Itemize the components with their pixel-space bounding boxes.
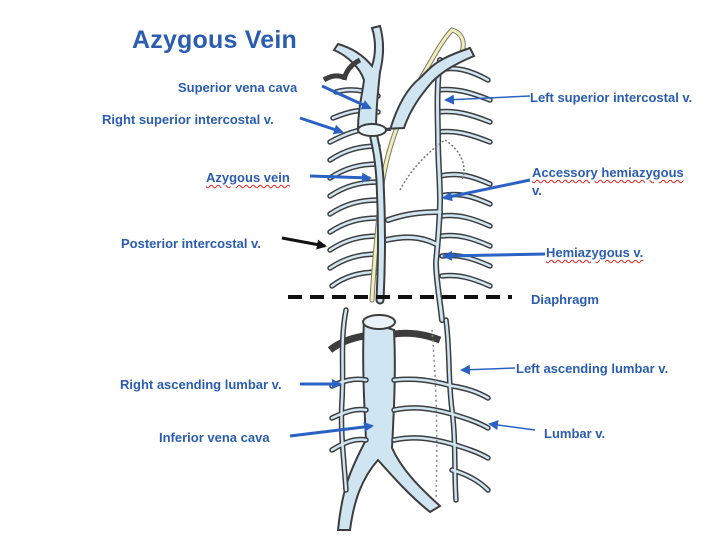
left-longitudinal-veins-inner <box>384 58 444 322</box>
label-inferior-vena-cava: Inferior vena cava <box>159 430 270 445</box>
label-diaphragm: Diaphragm <box>531 292 599 307</box>
superior-vena-cava-group <box>322 24 476 137</box>
label-accessory-hemiazygous-cont: v. <box>532 183 542 198</box>
arrow-superior-vena-cava <box>321 84 372 110</box>
label-right-superior-intercostal: Right superior intercostal v. <box>102 112 274 127</box>
lumbar-veins-inner <box>330 308 490 502</box>
label-lumbar: Lumbar v. <box>544 426 606 441</box>
arrow-accessory-hemiazygous <box>442 178 531 202</box>
diagram-title: Azygous Vein <box>132 26 297 54</box>
label-azygous-vein: Azygous vein <box>206 170 290 185</box>
arrow-right-superior-intercostal <box>299 116 344 135</box>
arrow-hemiazygous <box>442 250 546 261</box>
arrow-left-superior-intercostal <box>444 94 531 105</box>
label-left-ascending-lumbar: Left ascending lumbar v. <box>516 361 669 376</box>
label-left-superior-intercostal: Left superior intercostal v. <box>530 90 693 105</box>
label-superior-vena-cava: Superior vena cava <box>178 80 298 95</box>
dotted-connection <box>399 139 465 191</box>
label-posterior-intercostal: Posterior intercostal v. <box>121 236 261 251</box>
dotted-lower <box>431 329 438 501</box>
label-arrows <box>289 84 546 438</box>
label-accessory-hemiazygous: Accessory hemiazygous <box>532 165 684 180</box>
arrow-posterior-intercostal <box>281 236 327 250</box>
arrow-azygous-vein <box>309 172 372 183</box>
inferior-vena-cava-group <box>327 314 442 531</box>
left-intercostal-veins <box>435 65 493 289</box>
label-right-ascending-lumbar: Right ascending lumbar v. <box>120 377 282 392</box>
label-hemiazygous: Hemiazygous v. <box>546 245 644 260</box>
arrow-inferior-vena-cava <box>289 422 374 438</box>
arrow-left-ascending-lumbar <box>460 364 516 375</box>
arrow-lumbar <box>488 420 536 431</box>
